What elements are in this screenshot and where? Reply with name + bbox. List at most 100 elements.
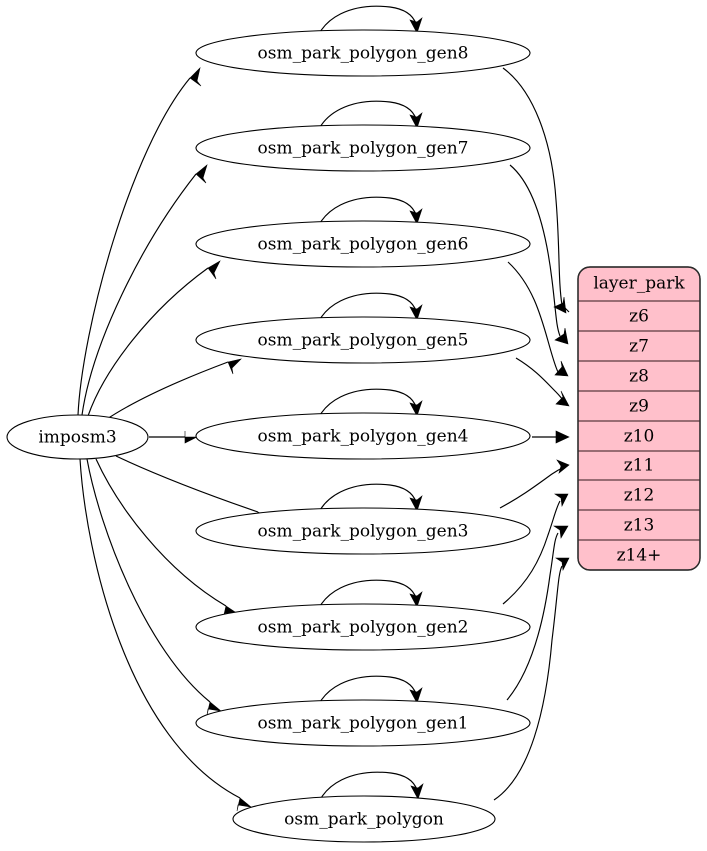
arrow-gen4-to-z10 — [555, 430, 570, 444]
selfloop-gen4 — [312, 388, 417, 437]
gen7-ellipse[interactable] — [195, 124, 531, 172]
row-label-z7: z7 — [629, 337, 649, 357]
row-label-z8: z8 — [629, 367, 649, 387]
node-osm_park_polygon_gen4[interactable]: osm_park_polygon_gen4 — [195, 388, 531, 460]
edges-from-imposm3 — [77, 67, 272, 812]
selfloop-arrow-gen7 — [409, 112, 423, 129]
edge-imposm3-to-gen1 — [86, 458, 211, 703]
gen5-ellipse[interactable] — [195, 316, 531, 364]
edge-gen8-to-z6 — [502, 67, 563, 306]
arrow-gen7-to-z7 — [554, 327, 569, 345]
layer-park-header-label: layer_park — [593, 274, 685, 294]
node-imposm3[interactable]: imposm3 — [6, 414, 149, 460]
node-osm_park_polygon_gen6[interactable]: osm_park_polygon_gen6 — [195, 196, 531, 268]
edge-gen7-to-z7 — [509, 164, 561, 337]
arrow-imposm3-to-gen4 — [184, 431, 198, 444]
selfloop-osm-park-polygon — [313, 771, 418, 820]
gen3-label: osm_park_polygon_gen3 — [258, 522, 469, 542]
arrow-gen6-to-z8 — [554, 360, 569, 377]
osm-park-polygon-ellipse[interactable] — [232, 795, 496, 843]
arrow-osm-park-polygon-to-z14 — [555, 557, 570, 572]
edge-osm-park-polygon-to-z14 — [493, 565, 563, 801]
layer-park-row-z13[interactable]: z13 — [578, 516, 700, 541]
selfloop-arrow-gen4 — [409, 400, 423, 417]
edge-imposm3-to-osm-park-polygon — [79, 458, 241, 799]
gen2-ellipse[interactable] — [195, 603, 531, 651]
selfloop-arrow-gen3 — [409, 495, 423, 512]
layer-park-row-z8[interactable]: z8 — [578, 367, 700, 392]
gen6-label: osm_park_polygon_gen6 — [258, 235, 469, 255]
node-osm_park_polygon_gen2[interactable]: osm_park_polygon_gen2 — [195, 579, 531, 651]
node-osm_park_polygon_gen1[interactable]: osm_park_polygon_gen1 — [195, 675, 531, 747]
row-label-z10: z10 — [624, 427, 655, 447]
row-label-z11: z11 — [624, 456, 655, 476]
imposm3-label: imposm3 — [38, 428, 116, 448]
edge-gen2-to-z12 — [502, 500, 561, 605]
layer-park-row-z6[interactable]: z6 — [578, 307, 700, 332]
row-label-z14plus: z14+ — [617, 546, 662, 566]
row-label-z13: z13 — [624, 516, 655, 536]
edge-gen8-z6-tip — [561, 304, 570, 313]
selfloop-gen6 — [312, 196, 417, 245]
selfloop-gen2 — [312, 579, 417, 628]
edges-to-layer-park — [493, 67, 570, 801]
layer-park-row-z7[interactable]: z7 — [578, 337, 700, 362]
edge-imposm3-to-gen8 — [77, 77, 191, 416]
arrow-gen3-to-z11 — [556, 459, 570, 474]
edge-gen6-to-z8 — [507, 261, 559, 373]
arrow-gen1-to-z13 — [553, 525, 569, 539]
gen1-label: osm_park_polygon_gen1 — [258, 714, 469, 734]
arrow-imposm3-to-gen8 — [189, 67, 202, 87]
edge-imposm3-to-gen3 — [115, 455, 259, 513]
edge-imposm3-to-gen7 — [81, 173, 197, 416]
gen4-ellipse[interactable] — [195, 412, 531, 460]
selfloop-gen5 — [312, 292, 417, 341]
gen1-ellipse[interactable] — [195, 699, 531, 747]
gen6-ellipse[interactable] — [195, 220, 531, 268]
selfloop-gen3 — [312, 483, 417, 532]
edge-gen3-to-z11 — [499, 466, 565, 509]
edge-imposm3-to-gen5 — [103, 361, 229, 422]
layer-park-row-z14plus[interactable]: z14+ — [617, 546, 662, 566]
layer-park-row-z9[interactable]: z9 — [578, 397, 700, 422]
node-osm_park_polygon_gen8[interactable]: osm_park_polygon_gen8 — [195, 5, 531, 77]
gen3-ellipse[interactable] — [195, 507, 531, 555]
layer-park-row-z11[interactable]: z11 — [578, 456, 700, 481]
row-label-z9: z9 — [629, 397, 649, 417]
node-osm_park_polygon_gen7[interactable]: osm_park_polygon_gen7 — [195, 100, 531, 172]
node-osm_park_polygon[interactable]: osm_park_polygon — [232, 771, 496, 843]
gen4-label: osm_park_polygon_gen4 — [258, 427, 469, 447]
node-layer_park[interactable]: layer_park z6 z7 z8 z9 z10 — [577, 266, 701, 571]
arrow-gen2-to-z12 — [554, 493, 569, 508]
edge-gen1-to-z13 — [506, 532, 559, 701]
node-osm_park_polygon_gen5[interactable]: osm_park_polygon_gen5 — [195, 292, 531, 364]
arrow-imposm3-to-gen7 — [195, 164, 208, 184]
edge-imposm3-to-gen2 — [95, 458, 227, 607]
selfloop-arrow-gen8 — [409, 17, 423, 34]
layer-park-row-z12[interactable]: z12 — [578, 486, 700, 511]
row-label-z12: z12 — [624, 486, 655, 506]
selfloop-arrow-gen1 — [409, 687, 423, 704]
layer-park-row-z10[interactable]: z10 — [578, 427, 700, 452]
gen8-ellipse[interactable] — [195, 29, 531, 77]
selfloop-gen1 — [312, 675, 417, 724]
selfloop-arrow-gen6 — [409, 208, 423, 225]
selfloop-arrow-gen5 — [409, 304, 423, 321]
arrow-imposm3-to-gen5 — [227, 358, 242, 375]
osm-park-polygon-label: osm_park_polygon — [284, 810, 444, 830]
arrow-imposm3-to-osm-park-polygon — [236, 797, 253, 812]
arrow-gen8-to-z6 — [553, 296, 567, 314]
row-label-z6: z6 — [629, 307, 649, 327]
edge-imposm3-to-gen6 — [87, 267, 209, 417]
selfloop-arrow-gen2 — [409, 591, 423, 608]
node-osm_park_polygon_gen3[interactable]: osm_park_polygon_gen3 — [195, 483, 531, 555]
arrow-imposm3-to-gen6 — [207, 260, 221, 280]
selfloop-gen7 — [312, 100, 417, 149]
gen7-label: osm_park_polygon_gen7 — [258, 139, 469, 159]
edge-gen5-to-z9 — [515, 357, 565, 402]
layer-park-outline — [577, 266, 701, 571]
gen8-label: osm_park_polygon_gen8 — [258, 44, 469, 64]
imposm3-ellipse[interactable] — [6, 414, 149, 460]
